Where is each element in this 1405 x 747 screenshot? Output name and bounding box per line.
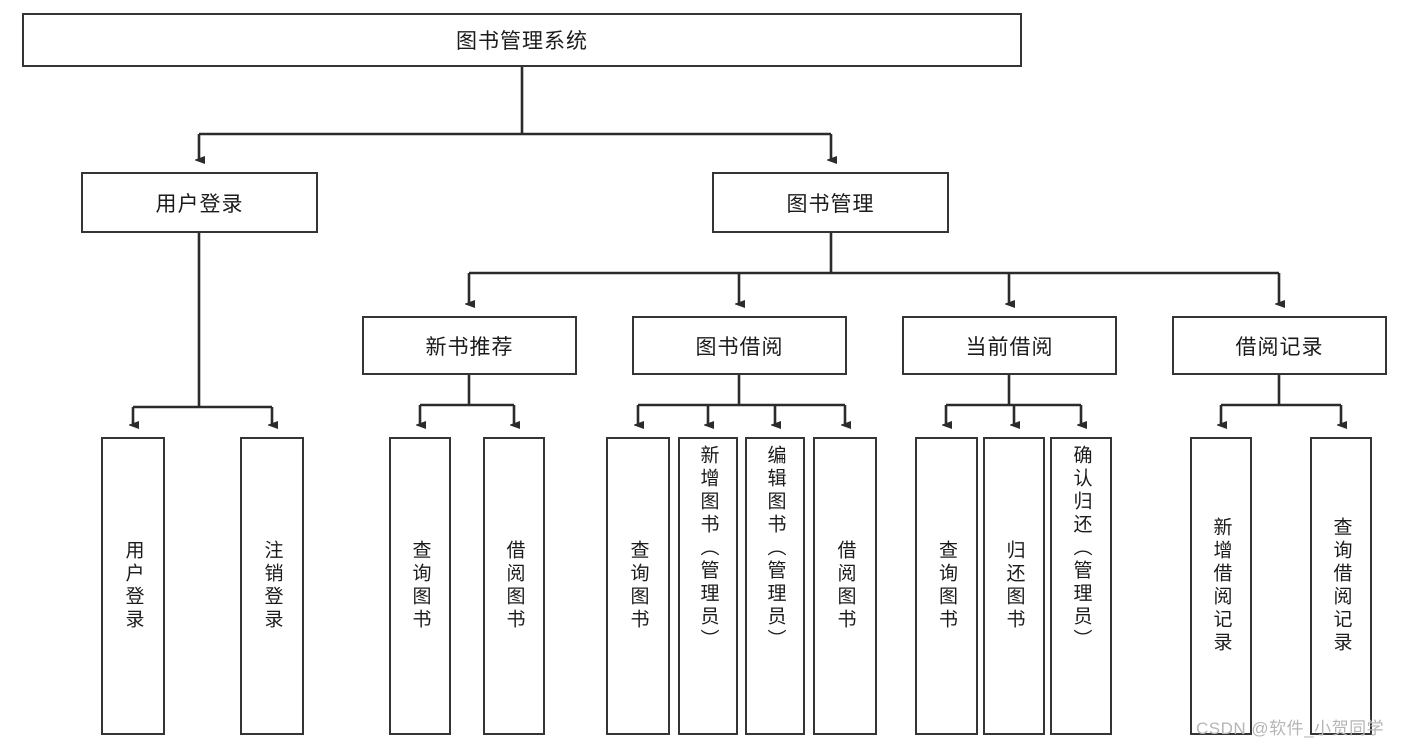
leaf-label: 确认归还（管理员） — [1070, 445, 1092, 652]
leaf-edit-book-admin[interactable]: 编辑图书（管理员） — [745, 437, 805, 735]
leaf-label: 编辑图书（管理员） — [764, 445, 786, 652]
leaf-confirm-return-admin[interactable]: 确认归还（管理员） — [1050, 437, 1112, 735]
leaf-label: 新增图书（管理员） — [697, 445, 719, 652]
leaf-label: 借阅图书 — [834, 540, 856, 632]
leaf-return-book[interactable]: 归还图书 — [983, 437, 1045, 735]
node-book-management[interactable]: 图书管理 — [712, 172, 949, 233]
leaf-query-borrow-record[interactable]: 查询借阅记录 — [1310, 437, 1372, 735]
node-root[interactable]: 图书管理系统 — [22, 13, 1022, 67]
node-new-book-recommend[interactable]: 新书推荐 — [362, 316, 577, 375]
leaf-label: 新增借阅记录 — [1210, 517, 1232, 655]
leaf-label: 归还图书 — [1003, 540, 1025, 632]
node-root-label: 图书管理系统 — [456, 30, 588, 53]
leaf-add-borrow-record[interactable]: 新增借阅记录 — [1190, 437, 1252, 735]
leaf-query-book-borrow[interactable]: 查询图书 — [606, 437, 670, 735]
leaf-label: 查询借阅记录 — [1330, 517, 1352, 655]
node-book-borrow[interactable]: 图书借阅 — [632, 316, 847, 375]
node-current-borrow-label: 当前借阅 — [965, 335, 1054, 359]
leaf-label: 查询图书 — [627, 540, 649, 632]
leaf-label: 借阅图书 — [503, 540, 525, 632]
node-current-borrow[interactable]: 当前借阅 — [902, 316, 1117, 375]
node-book-management-label: 图书管理 — [786, 192, 875, 216]
node-user-login-label: 用户登录 — [155, 192, 244, 216]
leaf-label: 注销登录 — [261, 540, 283, 632]
leaf-logout[interactable]: 注销登录 — [240, 437, 304, 735]
leaf-user-login[interactable]: 用户登录 — [101, 437, 165, 735]
leaf-borrow-book-recommend[interactable]: 借阅图书 — [483, 437, 545, 735]
leaf-label: 用户登录 — [122, 540, 144, 632]
node-user-login[interactable]: 用户登录 — [81, 172, 318, 233]
leaf-label: 查询图书 — [409, 540, 431, 632]
node-borrow-record-label: 借阅记录 — [1235, 335, 1324, 359]
node-book-borrow-label: 图书借阅 — [695, 335, 784, 359]
leaf-add-book-admin[interactable]: 新增图书（管理员） — [678, 437, 738, 735]
leaf-borrow-book-borrow[interactable]: 借阅图书 — [813, 437, 877, 735]
node-borrow-record[interactable]: 借阅记录 — [1172, 316, 1387, 375]
leaf-query-book-recommend[interactable]: 查询图书 — [389, 437, 451, 735]
leaf-label: 查询图书 — [936, 540, 957, 632]
node-new-book-recommend-label: 新书推荐 — [425, 335, 514, 359]
csdn-watermark: CSDN @软件_小贺同学 — [1196, 719, 1385, 738]
leaf-query-book-current[interactable]: 查询图书 — [915, 437, 978, 735]
